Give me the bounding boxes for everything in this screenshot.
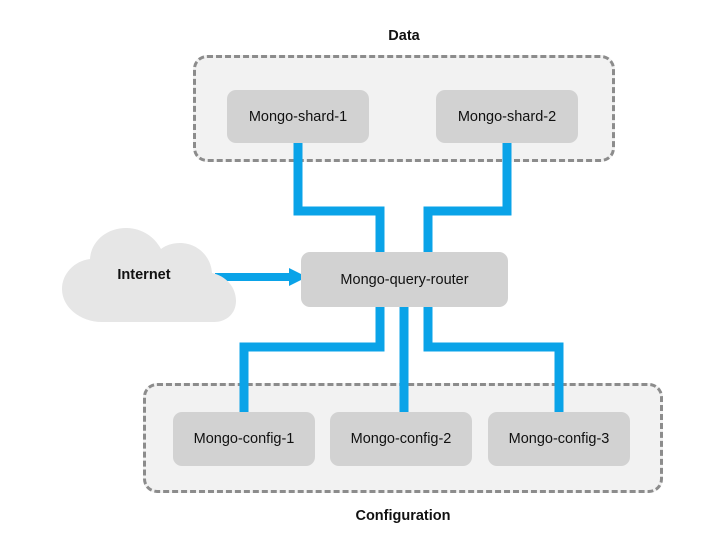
- node-mongo-query-router[interactable]: Mongo-query-router: [301, 252, 508, 307]
- node-label-mongo-shard-2: Mongo-shard-2: [457, 108, 557, 125]
- node-mongo-config-3[interactable]: Mongo-config-3: [488, 412, 630, 466]
- node-label-mongo-query-router: Mongo-query-router: [340, 271, 469, 288]
- group-label-data: Data: [388, 28, 420, 44]
- node-mongo-config-2[interactable]: Mongo-config-2: [330, 412, 472, 466]
- node-label-mongo-shard-1: Mongo-shard-1: [248, 108, 348, 125]
- edge-shard1-to-router: [293, 140, 385, 256]
- node-mongo-shard-1[interactable]: Mongo-shard-1: [227, 90, 369, 143]
- edge-internet-to-router: [215, 268, 307, 286]
- node-label-mongo-config-3: Mongo-config-3: [508, 431, 610, 447]
- node-label-mongo-config-2: Mongo-config-2: [350, 431, 452, 447]
- group-label-configuration: Configuration: [355, 508, 451, 524]
- node-internet[interactable]: Internet: [62, 228, 240, 322]
- edge-router-to-config3: [423, 303, 564, 416]
- node-label-internet: Internet: [117, 267, 171, 283]
- edge-router-to-config1: [239, 303, 385, 416]
- cloud-icon: [62, 228, 236, 322]
- node-mongo-shard-2[interactable]: Mongo-shard-2: [436, 90, 578, 143]
- node-label-mongo-config-1: Mongo-config-1: [193, 431, 295, 447]
- node-mongo-config-1[interactable]: Mongo-config-1: [173, 412, 315, 466]
- edge-shard2-to-router: [423, 140, 512, 256]
